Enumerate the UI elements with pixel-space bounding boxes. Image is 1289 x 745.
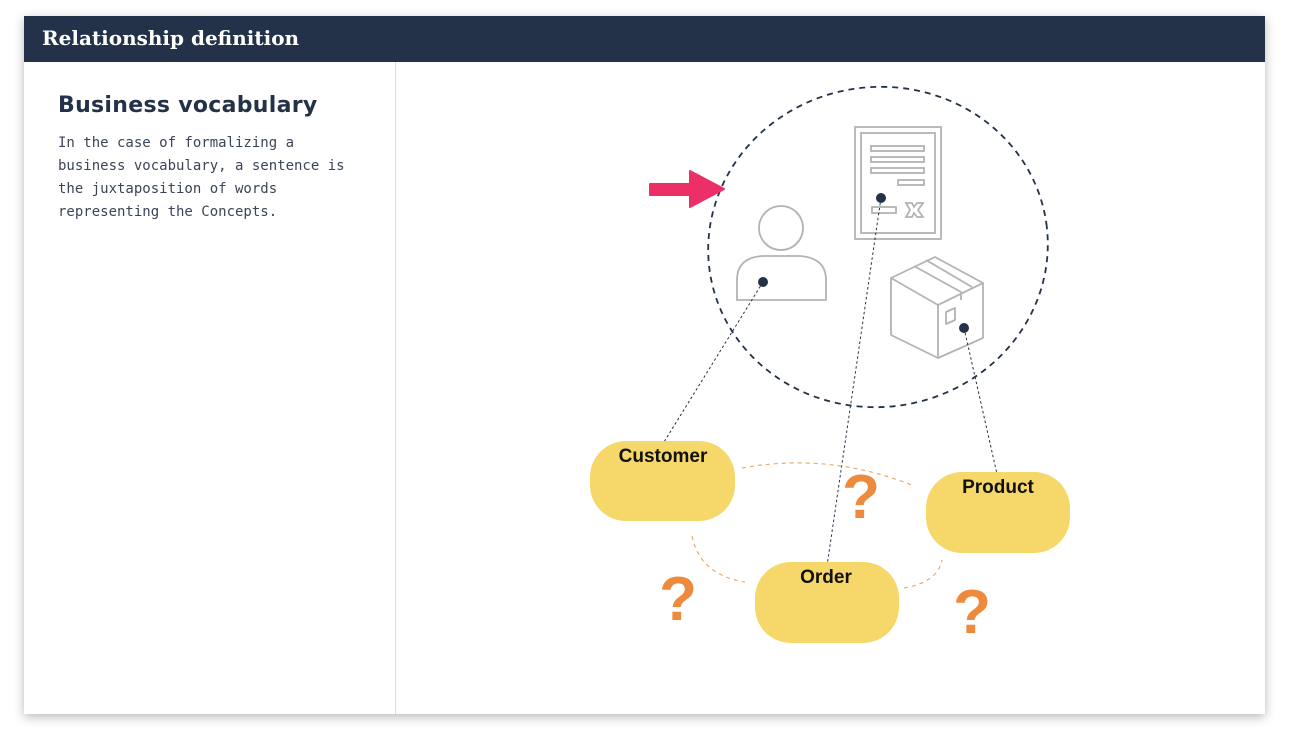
section-title: Business vocabulary: [58, 93, 318, 118]
page-title: Relationship definition: [42, 26, 300, 50]
header-bar: Relationship definition: [24, 16, 1265, 62]
section-description: In the case of formalizing a business vo…: [58, 135, 345, 220]
sidebar-panel: Business vocabulary In the case of forma…: [24, 62, 396, 714]
content-card: Relationship definition Business vocabul…: [24, 16, 1265, 714]
